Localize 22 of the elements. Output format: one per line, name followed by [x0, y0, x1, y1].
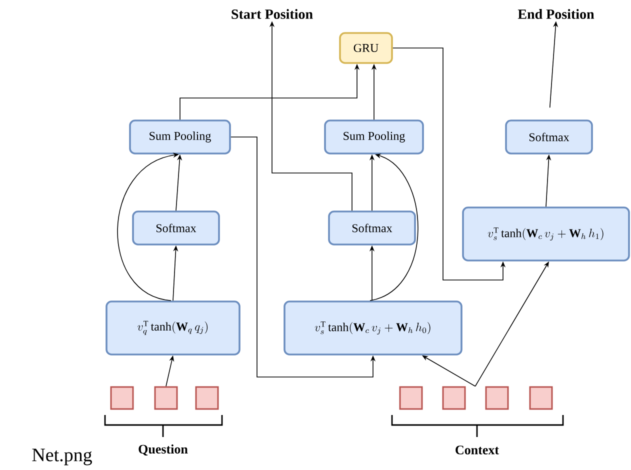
input-square: [485, 386, 509, 410]
group-label: Question: [138, 444, 188, 456]
formula-box: $v_q^{\mathrm{T}}\tanh(\mathbf{W}_q\, q_j)$: [106, 300, 240, 356]
process-box: Sum Pooling: [324, 120, 424, 154]
input-square: [442, 386, 466, 410]
input-square: [195, 386, 219, 410]
file-caption: Net.png: [32, 448, 92, 466]
group-label: Context: [456, 446, 499, 454]
process-box: Softmax: [505, 120, 593, 154]
arrow: [370, 154, 418, 301]
title-text: End Position: [518, 9, 594, 19]
input-square: [154, 386, 178, 410]
process-box: Sum Pooling: [129, 120, 231, 154]
title-text: Start Position: [232, 9, 313, 19]
gru-box: GRU: [339, 32, 393, 64]
formula-box: $v_s^{\mathrm{T}}\tanh(\mathbf{W}_c\, v_j + \mathbf{W}_h\, h_0)$: [284, 300, 462, 356]
process-box: Softmax: [328, 210, 416, 246]
input-square: [399, 386, 423, 410]
input-square: [110, 386, 134, 410]
process-box: Softmax: [132, 210, 220, 246]
input-square: [529, 386, 553, 410]
formula-box: $v_s^{\mathrm{T}}\tanh(\mathbf{W}_c\, v_j + \mathbf{W}_h\, h_1)$: [462, 206, 630, 262]
